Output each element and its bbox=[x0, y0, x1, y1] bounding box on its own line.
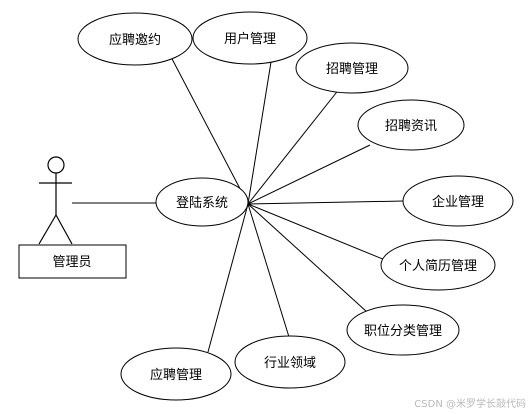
line-qi-ye-guan-li bbox=[247, 200, 405, 205]
line-zhao-pin-guan-li bbox=[247, 87, 341, 205]
use-case-qi-ye-guan-li: 企业管理 bbox=[402, 175, 514, 227]
use-case-label: 行业领域 bbox=[264, 356, 316, 371]
line-ying-pin-yao-yue bbox=[169, 54, 249, 205]
use-case-zhao-pin-zi-xun: 招聘资讯 bbox=[357, 99, 465, 151]
line-zhi-wei-fen-lei-guan-li bbox=[247, 203, 368, 313]
use-case-ying-pin-guan-li: 应聘管理 bbox=[120, 347, 232, 401]
use-case-label: 招聘管理 bbox=[326, 62, 378, 77]
line-ge-ren-jian-li-guan-li bbox=[247, 203, 391, 263]
use-case-zhi-wei-fen-lei-guan-li: 职位分类管理 bbox=[346, 304, 460, 356]
use-case-label: 用户管理 bbox=[224, 31, 276, 47]
actor-figure bbox=[38, 156, 73, 245]
connector-lines bbox=[72, 54, 405, 353]
line-ying-pin-guan-li bbox=[207, 203, 249, 353]
actor-label: 管理员 bbox=[52, 255, 91, 270]
watermark-text: CSDN @米罗学长敲代码 bbox=[414, 397, 526, 410]
line-zhao-pin-zi-xun bbox=[247, 144, 371, 205]
use-case-label: 招聘资讯 bbox=[385, 119, 437, 134]
center-label: 登陆系统 bbox=[176, 195, 228, 211]
use-case-yong-hu-guan-li: 用户管理 bbox=[192, 11, 308, 65]
line-yong-hu-guan-li bbox=[247, 61, 272, 205]
actor-head bbox=[47, 156, 65, 174]
actor-left-leg bbox=[38, 214, 57, 245]
use-case-hang-ye-ling-yu: 行业领域 bbox=[234, 335, 346, 389]
actor-right-leg bbox=[55, 214, 73, 245]
use-case-zhao-pin-guan-li: 招聘管理 bbox=[295, 42, 409, 94]
use-case-ge-ren-jian-li-guan-li: 个人简历管理 bbox=[380, 239, 496, 291]
use-case-center: 登陆系统 bbox=[155, 177, 249, 227]
actor-label-box bbox=[18, 244, 127, 279]
use-case-ying-pin-yao-yue: 应聘邀约 bbox=[77, 12, 193, 66]
use-case-label: 应聘邀约 bbox=[109, 32, 161, 48]
use-case-label: 个人简历管理 bbox=[399, 258, 477, 274]
line-hang-ye-ling-yu bbox=[247, 203, 290, 338]
use-case-label: 企业管理 bbox=[432, 194, 484, 210]
use-case-label: 应聘管理 bbox=[150, 367, 202, 383]
use-case-label: 职位分类管理 bbox=[364, 324, 442, 339]
